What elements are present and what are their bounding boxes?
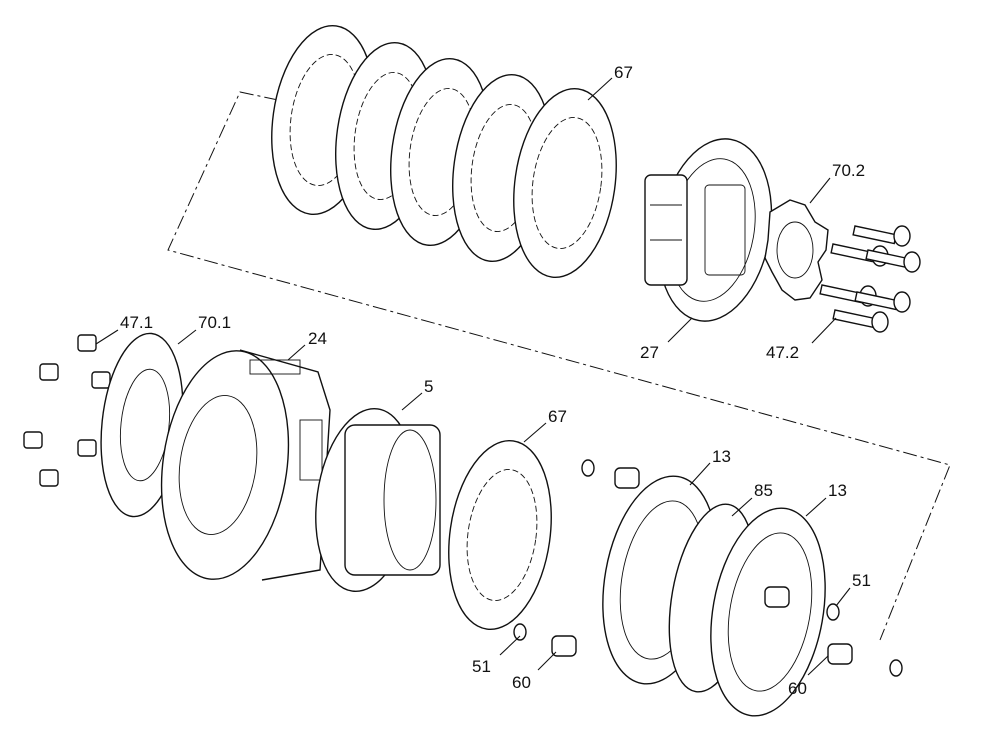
assembly-axis xyxy=(167,91,951,641)
callout-13-left: 13 xyxy=(712,447,731,466)
clutch-plate-lower-67 xyxy=(448,439,552,631)
bolt-47-2-e xyxy=(854,291,911,313)
callout-47-1: 47.1 xyxy=(120,313,153,332)
bolt-47-1-e xyxy=(77,439,97,457)
callout-67-upper: 67 xyxy=(614,63,633,82)
callout-27: 27 xyxy=(640,343,659,362)
bolt-47-2-f xyxy=(832,309,889,333)
bolt-47-1-c xyxy=(91,371,111,389)
callout-13-right: 13 xyxy=(828,481,847,500)
plate-13-b xyxy=(710,507,826,717)
callout-67-lower: 67 xyxy=(548,407,567,426)
callout-70-2: 70.2 xyxy=(832,161,865,180)
bolt-47-2-a xyxy=(852,225,911,247)
pressure-plate-27 xyxy=(644,138,773,322)
callout-5: 5 xyxy=(424,377,433,396)
bolt-47-1-f xyxy=(39,469,59,487)
callout-70-1: 70.1 xyxy=(198,313,231,332)
bolt-47-1-a xyxy=(77,334,97,352)
callout-24: 24 xyxy=(308,329,327,348)
callout-85: 85 xyxy=(754,481,773,500)
bolts-47-1 xyxy=(23,334,111,487)
callout-47-2: 47.2 xyxy=(766,343,799,362)
bolts-47-2 xyxy=(819,225,921,333)
callout-51-right: 51 xyxy=(852,571,871,590)
clutch-basket-24 xyxy=(160,349,331,581)
callout-60-right: 60 xyxy=(788,679,807,698)
callout-51-left: 51 xyxy=(472,657,491,676)
pins-51 xyxy=(513,459,903,677)
bolt-47-1-d xyxy=(23,431,43,449)
inner-hub-5 xyxy=(315,407,441,593)
springs-60 xyxy=(551,467,853,665)
callout-labels: 67 70.2 27 47.2 47.1 70.1 24 5 67 13 85 … xyxy=(120,63,871,698)
bolt-47-2-c xyxy=(865,249,921,273)
clutch-plate-5 xyxy=(513,87,617,279)
callout-60-left: 60 xyxy=(512,673,531,692)
bolt-47-1-b xyxy=(39,363,59,381)
upper-clutch-plate-stack xyxy=(271,24,617,279)
spring-retainer-70-2 xyxy=(764,199,829,301)
leader-lines xyxy=(95,77,851,676)
